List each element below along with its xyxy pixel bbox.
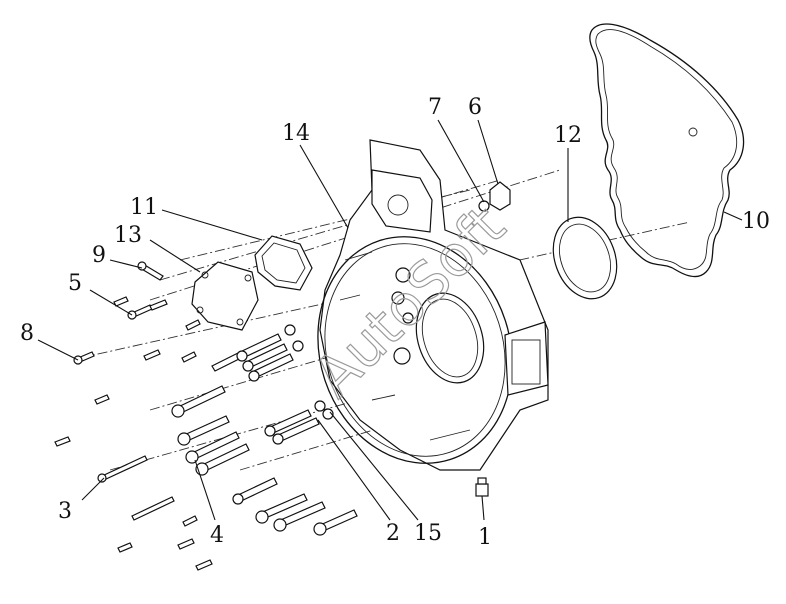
callout-15: 15 <box>414 521 442 546</box>
callout-5: 5 <box>68 271 82 296</box>
long-bolt-cluster-middle <box>171 385 320 476</box>
gasket-part-10 <box>589 23 745 278</box>
bolt-part-8 <box>73 351 95 365</box>
leader-lines <box>37 119 743 521</box>
fitting-part-6 <box>489 181 511 211</box>
callout-8: 8 <box>20 321 34 346</box>
long-bolt-cluster-lower <box>232 477 358 536</box>
cover-plate-part-13 <box>191 261 259 331</box>
callout-3: 3 <box>58 499 72 524</box>
callout-9: 9 <box>92 243 106 268</box>
callout-1: 1 <box>478 525 492 550</box>
bolt-part-3 <box>97 455 148 483</box>
washer-group-part-15 <box>284 324 334 420</box>
plug-part-1 <box>475 477 489 497</box>
flywheel-housing-part-14 <box>317 139 549 471</box>
seal-ring-part-12 <box>552 216 618 300</box>
callout-7: 7 <box>428 95 442 120</box>
gasket-part-11 <box>254 235 313 291</box>
bolt-part-9 <box>137 261 164 281</box>
callout-10: 10 <box>742 209 770 234</box>
callout-11: 11 <box>130 195 158 220</box>
long-bolt-cluster-upper <box>236 333 294 382</box>
callout-12: 12 <box>554 123 582 148</box>
bolt-part-5 <box>127 304 153 320</box>
bolt-group <box>54 261 358 571</box>
callout-labels: 1 2 3 4 5 6 7 8 9 10 11 12 13 14 15 <box>20 95 770 550</box>
callout-2: 2 <box>386 521 400 546</box>
callout-6: 6 <box>468 95 482 120</box>
callout-13: 13 <box>114 223 142 248</box>
callout-4: 4 <box>210 523 224 548</box>
callout-14: 14 <box>282 121 310 146</box>
